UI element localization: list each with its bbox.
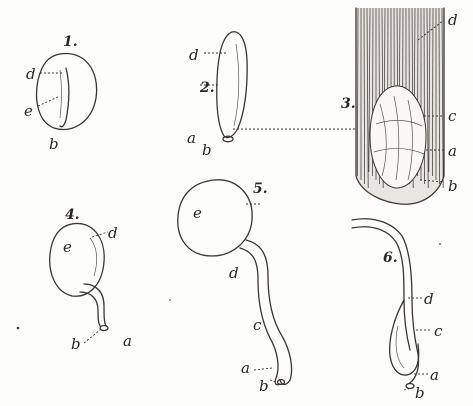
figure-3-label-b: b bbox=[448, 177, 458, 195]
figure-6-number: 6. bbox=[383, 250, 398, 266]
figure-3-label-d: d bbox=[448, 11, 458, 29]
figure-4-number: 4. bbox=[65, 207, 80, 223]
figure-5-number: 5. bbox=[253, 181, 268, 197]
figure-4-label-e: e bbox=[63, 238, 72, 256]
figure-3-number: 3. bbox=[341, 96, 356, 112]
figure-1-number: 1. bbox=[63, 34, 78, 50]
figure-5-label-b: b bbox=[259, 377, 269, 395]
figure-5-label-e: e bbox=[193, 204, 202, 222]
figure-6-label-a: a bbox=[430, 366, 439, 384]
figure-1-label-d: d bbox=[26, 65, 36, 83]
figure-2-number: 2. bbox=[199, 80, 215, 96]
figure-3-label-a: a bbox=[448, 142, 457, 160]
figure-4-label-a: a bbox=[123, 332, 132, 350]
figure-5-label-d: d bbox=[229, 264, 239, 282]
figure-2-label-a: a bbox=[187, 129, 196, 147]
figure-2-label-d: d bbox=[189, 46, 199, 64]
figure-6-label-d: d bbox=[424, 290, 434, 308]
figure-6-seedling bbox=[352, 219, 432, 390]
figure-6-label-c: c bbox=[434, 322, 443, 340]
figure-3-section bbox=[356, 8, 444, 204]
figure-5-label-c: c bbox=[253, 316, 262, 334]
figure-1-label-e: e bbox=[24, 102, 33, 120]
figure-3-label-c: c bbox=[448, 107, 457, 125]
figure-1-seed bbox=[37, 53, 97, 129]
figure-1-label-b: b bbox=[49, 135, 59, 153]
figure-2-label-b: b bbox=[202, 141, 212, 159]
figure-4-seedling bbox=[50, 223, 108, 343]
figure-4-label-b: b bbox=[71, 335, 81, 353]
figure-6-label-b: b bbox=[415, 384, 425, 402]
figure-5-label-a: a bbox=[241, 359, 250, 377]
figure-4-label-d: d bbox=[108, 224, 118, 242]
